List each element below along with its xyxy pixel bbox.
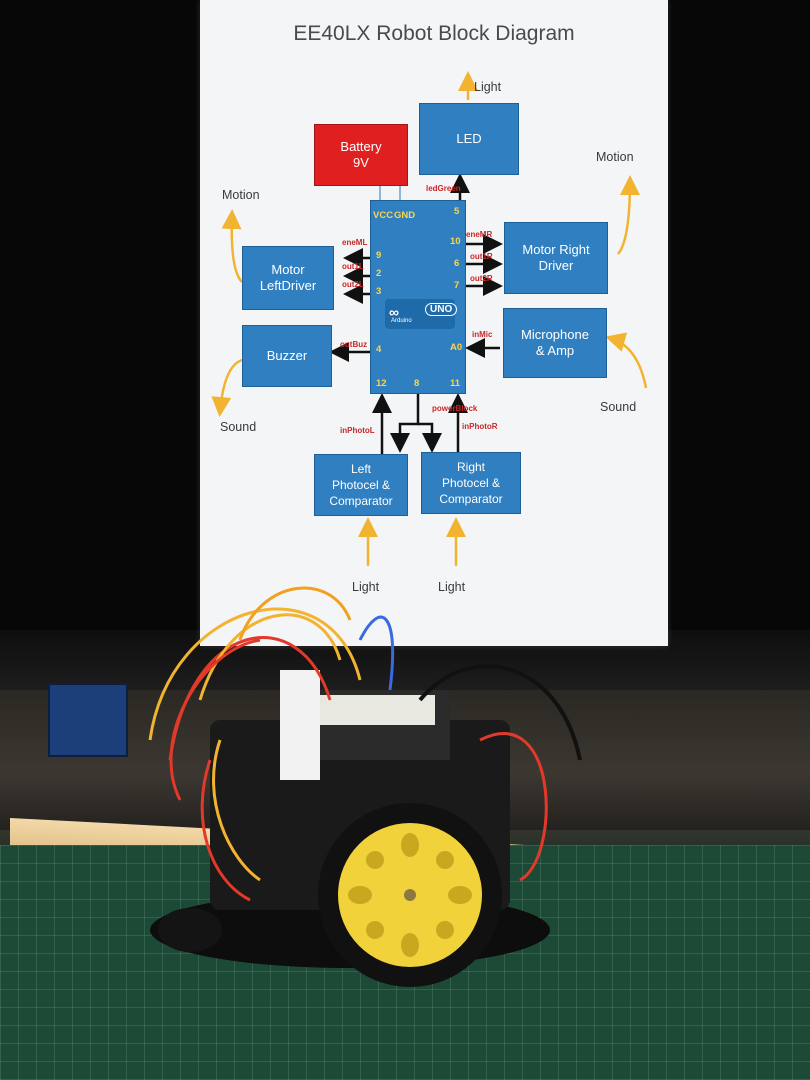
label-light-bottom-right: Light <box>438 580 466 594</box>
pin-vcc: VCC <box>373 210 394 221</box>
pin-3: 3 <box>376 286 382 297</box>
label-sound-left: Sound <box>220 420 257 434</box>
battery-block: Battery 9V <box>314 124 408 186</box>
signal-out2l: out2L <box>342 280 364 289</box>
slide: EE40LX Robot Block Diagram <box>200 0 668 646</box>
arduino-uno-block: ∞ UNO Arduino <box>370 200 466 394</box>
pin-10: 10 <box>450 236 461 247</box>
diagram-arrows <box>211 71 648 566</box>
pen-holder <box>48 683 128 757</box>
signal-eneml: eneML <box>342 238 368 247</box>
label-motion-left: Motion <box>222 188 260 202</box>
microphone-amp-block: Microphone & Amp <box>503 308 607 378</box>
label-light-top: Light <box>474 80 502 94</box>
signal-inphotol: inPhotoL <box>340 426 375 435</box>
label-motion-right: Motion <box>596 150 634 164</box>
motor-right-driver-block: Motor Right Driver <box>504 222 608 294</box>
signal-inmic: inMic <box>472 330 493 339</box>
signal-outbuz: outBuz <box>340 340 368 349</box>
pin-12: 12 <box>376 378 387 389</box>
robot-wheel-holes <box>348 833 472 957</box>
signal-ledgreen: ledGreen <box>426 184 461 193</box>
signal-out1l: out1L <box>342 262 364 271</box>
signal-out2r: out2R <box>470 274 493 283</box>
pin-gnd: GND <box>394 210 416 221</box>
pin-11: 11 <box>450 378 461 389</box>
motor-left-driver-block: Motor LeftDriver <box>242 246 334 310</box>
robot-breadboard <box>315 695 435 725</box>
signal-powerblock: powerBlock <box>432 404 478 413</box>
led-block: LED <box>419 103 519 175</box>
label-sound-right: Sound <box>600 400 637 414</box>
signal-out1r: out1R <box>470 252 493 261</box>
pin-2: 2 <box>376 268 382 279</box>
arduino-logo: ∞ UNO Arduino <box>385 299 458 329</box>
robot-wires <box>148 586 582 902</box>
pin-6: 6 <box>454 258 460 269</box>
infinity-icon: ∞ <box>389 304 399 320</box>
left-photocell-block: Left Photocel & Comparator <box>314 454 408 516</box>
pin-5: 5 <box>454 206 460 217</box>
buzzer-block: Buzzer <box>242 325 332 387</box>
pin-8: 8 <box>414 378 420 389</box>
pin-9: 9 <box>376 250 382 261</box>
robot-caster-wheel <box>158 908 222 952</box>
slide-title: EE40LX Robot Block Diagram <box>293 22 575 45</box>
robot-wheel-hub <box>404 889 416 901</box>
pin-a0: A0 <box>450 342 463 353</box>
robot-white-panel <box>280 670 320 780</box>
right-photocell-block: Right Photocel & Comparator <box>421 452 521 514</box>
signal-inphotor: inPhotoR <box>462 422 498 431</box>
signal-enemr: eneMR <box>466 230 493 239</box>
pin-7: 7 <box>454 280 460 291</box>
label-light-bottom-left: Light <box>352 580 380 594</box>
arduino-brand: UNO <box>425 303 458 316</box>
arduino-sub: Arduino <box>391 318 412 324</box>
pin-4: 4 <box>376 344 382 355</box>
